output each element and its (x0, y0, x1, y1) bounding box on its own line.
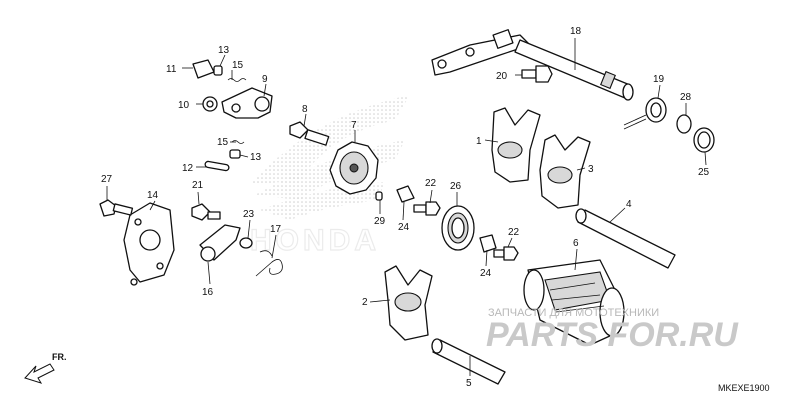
part-15-spring-lower[interactable] (231, 140, 245, 144)
callout-8: 8 (302, 104, 308, 115)
part-14-bracket-plate[interactable] (123, 202, 175, 286)
callout-20: 20 (496, 71, 508, 82)
part-1-shift-fork[interactable] (491, 107, 541, 183)
front-direction-marker: FR. (24, 352, 67, 384)
part-7-shift-drum-center[interactable] (329, 141, 379, 195)
leader-lines (106, 38, 707, 376)
callout-26: 26 (450, 181, 462, 192)
part-22-bolt[interactable] (493, 246, 519, 261)
part-22-bolt-middle[interactable] (413, 201, 441, 216)
part-13-pin-lower[interactable] (229, 149, 241, 159)
callout-29: 29 (374, 216, 386, 227)
part-29-dowel-pin[interactable] (375, 191, 383, 201)
part-20-bolt[interactable] (521, 65, 553, 83)
diagram-code: MKEXE1900 (718, 383, 770, 393)
callout-13-lower: 13 (250, 152, 262, 163)
part-12-pin[interactable] (204, 160, 230, 172)
callout-11: 11 (166, 64, 177, 75)
part-13-pin-upper[interactable] (213, 65, 223, 76)
callout-27: 27 (101, 174, 113, 185)
part-26-oil-seal[interactable] (441, 205, 475, 251)
part-9-stopper-arm[interactable] (221, 87, 273, 119)
callout-15-upper: 15 (232, 60, 244, 71)
callout-24-middle: 24 (398, 222, 410, 233)
callout-1: 1 (476, 136, 482, 147)
callout-28: 28 (680, 92, 692, 103)
callout-6: 6 (573, 238, 579, 249)
callout-17: 17 (270, 224, 282, 235)
part-24-bearing-set-plate[interactable] (479, 234, 497, 253)
callout-23: 23 (243, 209, 255, 220)
callout-24-right: 24 (480, 268, 492, 279)
front-arrow-icon (24, 363, 55, 384)
watermark-caption: ЗАПЧАСТИ ДЛЯ МОТОТЕХНИКИ (488, 307, 659, 319)
callout-22-right: 22 (508, 227, 520, 238)
part-27-bolt[interactable] (99, 199, 134, 217)
part-10-collar[interactable] (202, 96, 218, 112)
watermark-logo: PARTS FOR.RU (486, 316, 739, 354)
part-8-bolt[interactable] (289, 121, 330, 146)
callout-5: 5 (466, 378, 472, 389)
front-label: FR. (52, 352, 67, 362)
callout-16: 16 (202, 287, 214, 298)
callout-21: 21 (192, 180, 204, 191)
part-11-stopper-plate[interactable] (192, 59, 215, 79)
part-16-drum-stopper[interactable] (199, 224, 241, 262)
partsfor-watermark: ЗАПЧАСТИ ДЛЯ МОТОТЕХНИКИ PARTS FOR.RU (486, 307, 739, 354)
callout-25: 25 (698, 167, 710, 178)
part-4-fork-shaft[interactable] (575, 208, 676, 269)
callout-22-middle: 22 (425, 178, 437, 189)
part-3-shift-fork[interactable] (539, 134, 591, 209)
part-23-washer[interactable] (239, 237, 253, 249)
callout-12: 12 (182, 163, 194, 174)
part-5-fork-shaft[interactable] (431, 338, 506, 385)
part-21-bolt[interactable] (191, 203, 221, 221)
callout-18: 18 (570, 26, 582, 37)
part-15-spring-upper[interactable] (227, 78, 247, 82)
honda-watermark-text: HONDA (250, 224, 380, 257)
part-2-shift-fork[interactable] (384, 265, 433, 341)
callout-10: 10 (178, 100, 190, 111)
part-28-washer[interactable] (676, 114, 692, 134)
callout-3: 3 (588, 164, 594, 175)
callout-19: 19 (653, 74, 665, 85)
part-17-stopper-spring[interactable] (255, 250, 283, 277)
part-6-shift-drum[interactable] (523, 259, 625, 346)
part-19-return-spring[interactable] (623, 97, 667, 130)
part-18-gearshift-spindle[interactable] (431, 29, 634, 101)
callout-4: 4 (626, 199, 632, 210)
callout-14: 14 (147, 190, 159, 201)
part-25-circlip[interactable] (693, 127, 715, 153)
callout-13-upper: 13 (218, 45, 230, 56)
callout-9: 9 (262, 74, 268, 85)
callout-2: 2 (362, 297, 368, 308)
part-24-washer[interactable] (396, 185, 415, 203)
callout-labels: 18 20 19 28 25 1 3 4 6 5 2 26 22 24 22 2… (101, 26, 710, 389)
callout-15-lower: 15 (217, 137, 229, 148)
callout-7: 7 (351, 120, 357, 131)
